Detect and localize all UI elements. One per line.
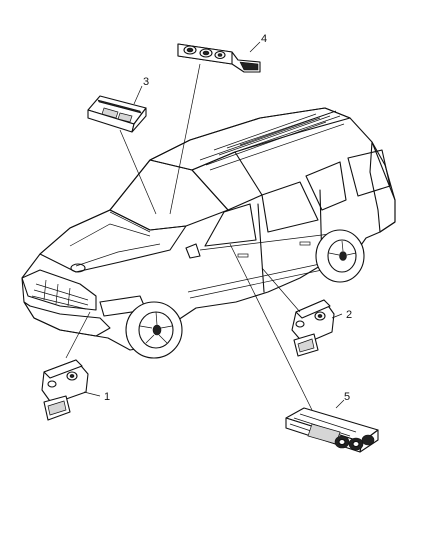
leader-line-3 <box>119 129 157 215</box>
leader-line-2 <box>261 267 301 313</box>
callout-4: 4 <box>261 33 267 45</box>
part-5-control-module <box>285 407 379 453</box>
part-3-overhead-module <box>87 95 147 133</box>
part-4-sensor-bar <box>177 43 261 73</box>
leader-line-2-label <box>331 313 343 319</box>
suv-vehicle-illustration <box>21 107 396 351</box>
leader-line-1 <box>65 311 91 359</box>
leader-line-5 <box>229 243 313 411</box>
leader-line-4 <box>169 63 201 215</box>
callout-5: 5 <box>344 391 350 403</box>
rear-wheel <box>315 229 365 283</box>
leader-line-3-label <box>133 85 143 105</box>
front-wheel <box>125 301 183 359</box>
part-2-impact-sensor <box>291 299 335 357</box>
leader-line-1-label <box>83 391 101 397</box>
leader-line-4-label <box>249 41 261 53</box>
callout-2: 2 <box>346 309 352 321</box>
part-1-impact-sensor <box>41 359 89 421</box>
leader-line-5-label <box>335 399 345 409</box>
callout-3: 3 <box>143 76 149 88</box>
leader-lines <box>65 41 345 411</box>
callout-1: 1 <box>104 391 110 403</box>
